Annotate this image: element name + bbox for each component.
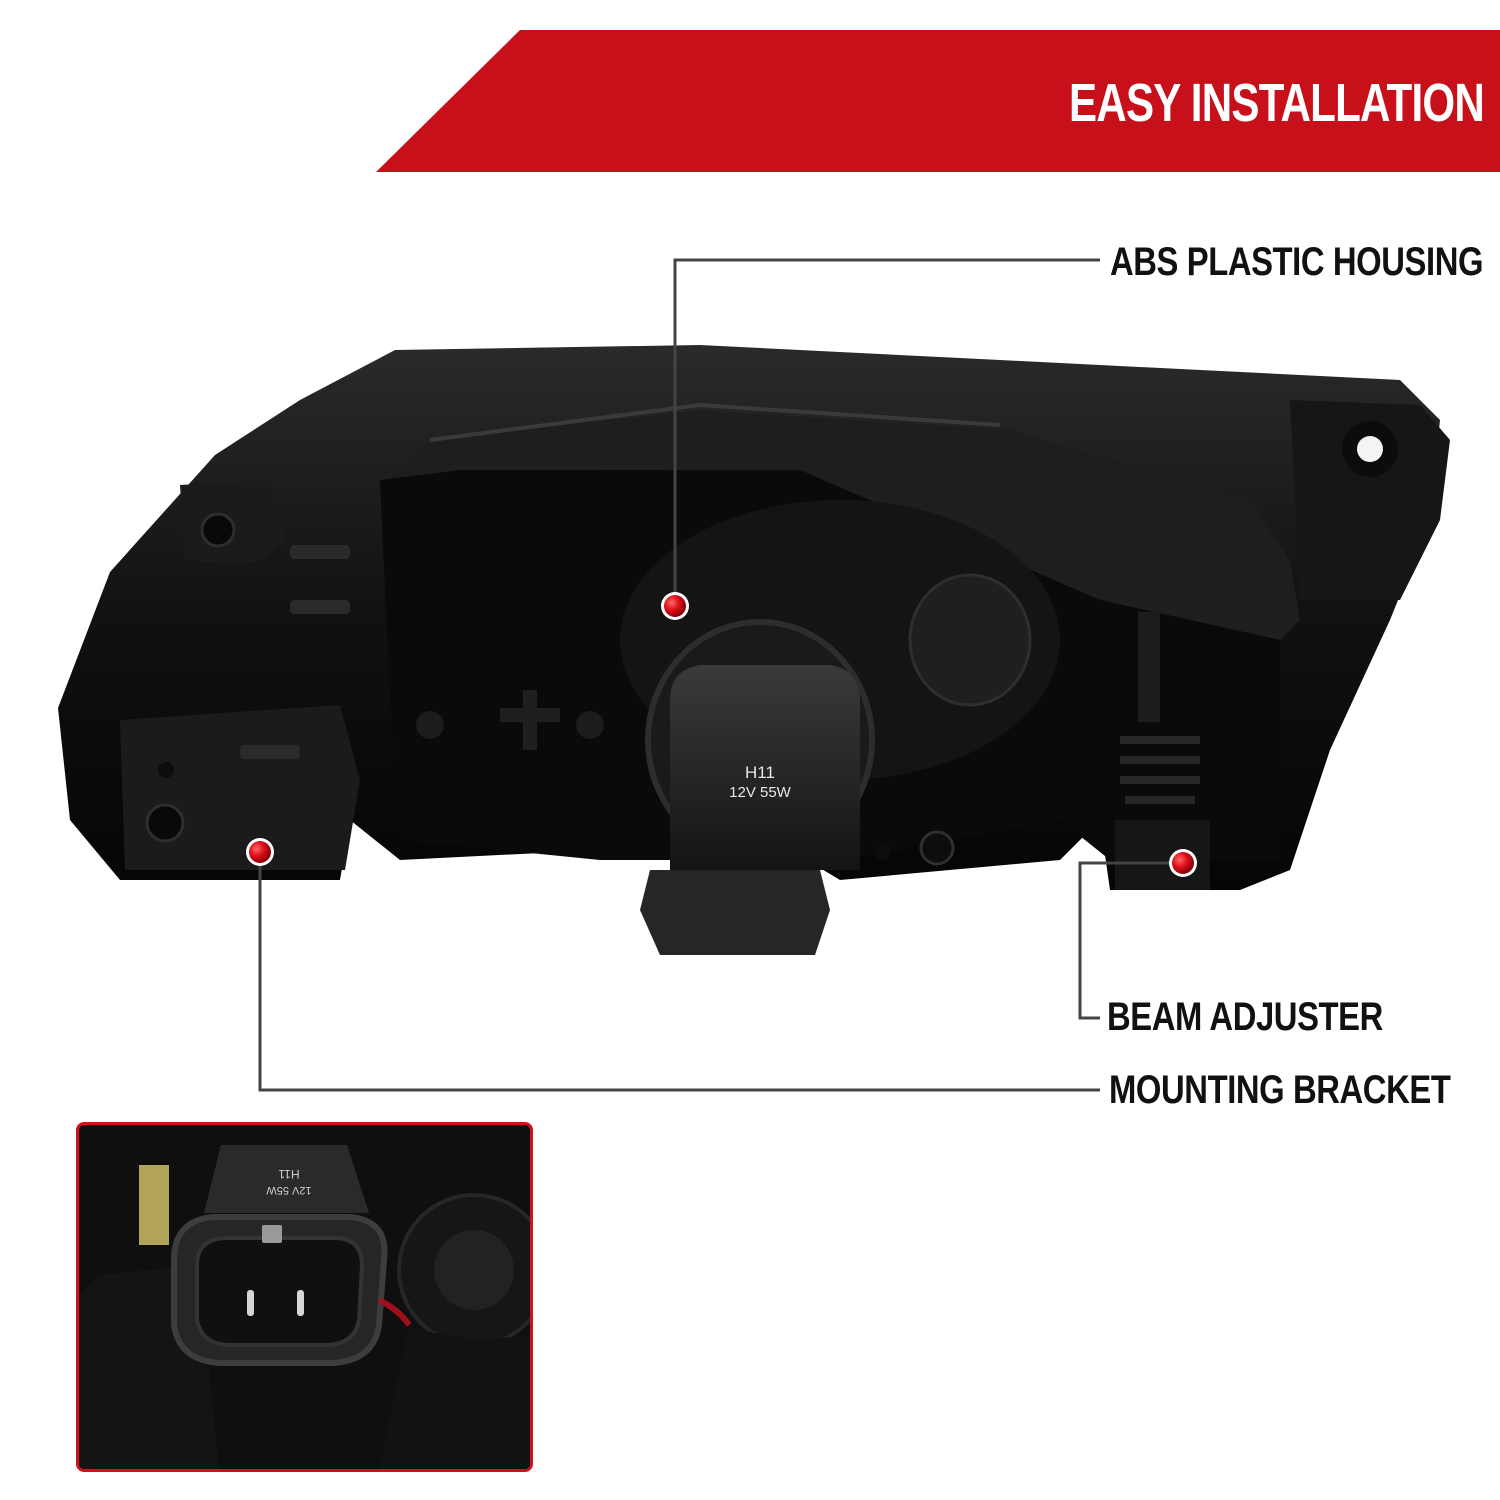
marker-mounting-bracket (249, 841, 271, 863)
bulb-text-line2: 12V 55W (729, 784, 792, 801)
banner-shape (376, 30, 1500, 172)
callout-abs-plastic-housing: ABS PLASTIC HOUSING (1110, 240, 1484, 284)
h11-bulb: H11 12V 55W (640, 619, 875, 955)
connector-closeup-image: H11 12V 55W (79, 1125, 530, 1469)
inset-bulb-text-line2: 12V 55W (266, 1184, 312, 1196)
marker-abs-housing (664, 595, 686, 617)
marker-beam-adjuster (1172, 852, 1194, 874)
inset-bulb-text-line1: H11 (278, 1167, 299, 1181)
header-banner: EASY INSTALLATION (0, 0, 1500, 180)
connector-closeup-inset: H11 12V 55W (76, 1122, 533, 1472)
leader-beam-adjuster (1078, 861, 1183, 1020)
callout-beam-adjuster: BEAM ADJUSTER (1107, 995, 1383, 1039)
bulb-text-line1: H11 (745, 763, 775, 782)
leader-abs-housing (673, 258, 1100, 606)
callout-mounting-bracket: MOUNTING BRACKET (1109, 1068, 1451, 1112)
callout-leaders (258, 258, 1183, 1092)
leader-mounting-bracket (258, 852, 1100, 1092)
banner-title: EASY INSTALLATION (1069, 73, 1485, 133)
